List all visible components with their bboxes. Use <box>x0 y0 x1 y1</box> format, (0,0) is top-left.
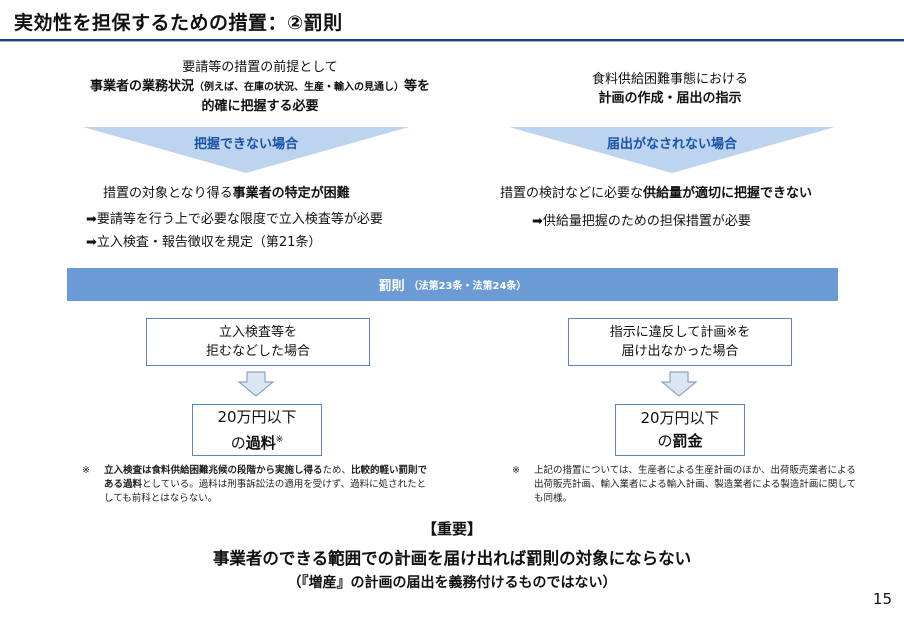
left-penalty-box: 20万円以下 の過料※ <box>192 404 322 456</box>
page-title: 実効性を担保するための措置：②罰則 <box>14 12 343 34</box>
left-premise-line3: 的確に把握する必要 <box>201 99 319 114</box>
penalty-bar-articles: （法第23条・法第24条） <box>408 281 527 292</box>
left-note-mark: ※ <box>82 465 90 476</box>
right-note-mark: ※ <box>512 465 520 476</box>
right-note-text: 上記の措置については、生産者による生産計画のほか、出荷販売業者による出荷販売計画… <box>534 465 857 504</box>
important-heading: 【重要】 <box>421 520 482 538</box>
right-issue: 措置の検討などに必要な供給量が適切に把握できない <box>500 186 813 201</box>
right-penalty-amount: 20万円以下 <box>640 409 720 427</box>
right-band-label: 届出がなされない場合 <box>606 137 737 152</box>
right-case-line2: 届け出なかった場合 <box>621 344 739 359</box>
right-band-shape <box>509 127 835 173</box>
right-note: ※ 上記の措置については、生産者による生産計画のほか、出荷販売業者による出荷販売… <box>512 464 860 506</box>
right-case-line1: 指示に違反して計画※を <box>609 325 751 340</box>
right-band: 届出がなされない場合 <box>509 127 835 173</box>
right-premise-line2: 計画の作成・届出の指示 <box>598 91 742 106</box>
title-rule <box>0 39 904 41</box>
important-main: 事業者のできる範囲での計画を届け出れば罰則の対象にならない <box>212 549 692 568</box>
page-number: 15 <box>872 590 892 608</box>
left-down-arrow-icon <box>237 371 275 397</box>
left-premise-line1: 要請等の措置の前提として <box>182 60 338 75</box>
left-premise: 要請等の措置の前提として 事業者の業務状況（例えば、在庫の状況、生産・輸入の見通… <box>40 58 480 116</box>
right-premise: 食料供給困難事態における 計画の作成・届出の指示 <box>470 70 870 108</box>
left-note: ※ 立入検査は食料供給困難兆候の段階から実施し得るため、比較的軽い罰則である過料… <box>82 465 428 504</box>
right-premise-line1: 食料供給困難事態における <box>591 72 748 87</box>
right-penalty-box: 20万円以下 の罰金 <box>615 404 745 456</box>
right-down-arrow-icon <box>660 371 698 397</box>
penalty-bar: 罰則（法第23条・法第24条） <box>67 268 838 301</box>
left-penalty-amount: 20万円以下 <box>217 407 297 426</box>
left-penalty-type: の過料※ <box>230 433 284 452</box>
left-case-line2: 拒むなどした場合 <box>205 344 310 359</box>
title-rule-accent <box>0 41 904 42</box>
right-arrow-item-1: ➡供給量把握のための担保措置が必要 <box>532 214 751 229</box>
right-penalty-type: の罰金 <box>657 432 703 450</box>
important-sub: （『増産』の計画の届出を義務付けるものではない） <box>287 575 617 591</box>
left-band-shape <box>83 127 409 173</box>
left-band-label: 把握できない場合 <box>193 137 298 152</box>
left-case-box: 立入検査等を 拒むなどした場合 <box>146 318 370 366</box>
left-premise-line2: 事業者の業務状況（例えば、在庫の状況、生産・輸入の見通し）等を <box>89 79 431 94</box>
left-arrow-item-1: ➡要請等を行う上で必要な限度で立入検査等が必要 <box>86 212 383 227</box>
left-band: 把握できない場合 <box>83 127 409 173</box>
left-case-line1: 立入検査等を <box>218 325 297 340</box>
penalty-bar-label: 罰則 <box>378 279 405 294</box>
left-issue: 措置の対象となり得る事業者の特定が困難 <box>103 186 350 201</box>
left-arrow-item-2: ➡立入検査・報告徴収を規定（第21条） <box>86 235 322 250</box>
right-case-box: 指示に違反して計画※を 届け出なかった場合 <box>568 318 792 366</box>
